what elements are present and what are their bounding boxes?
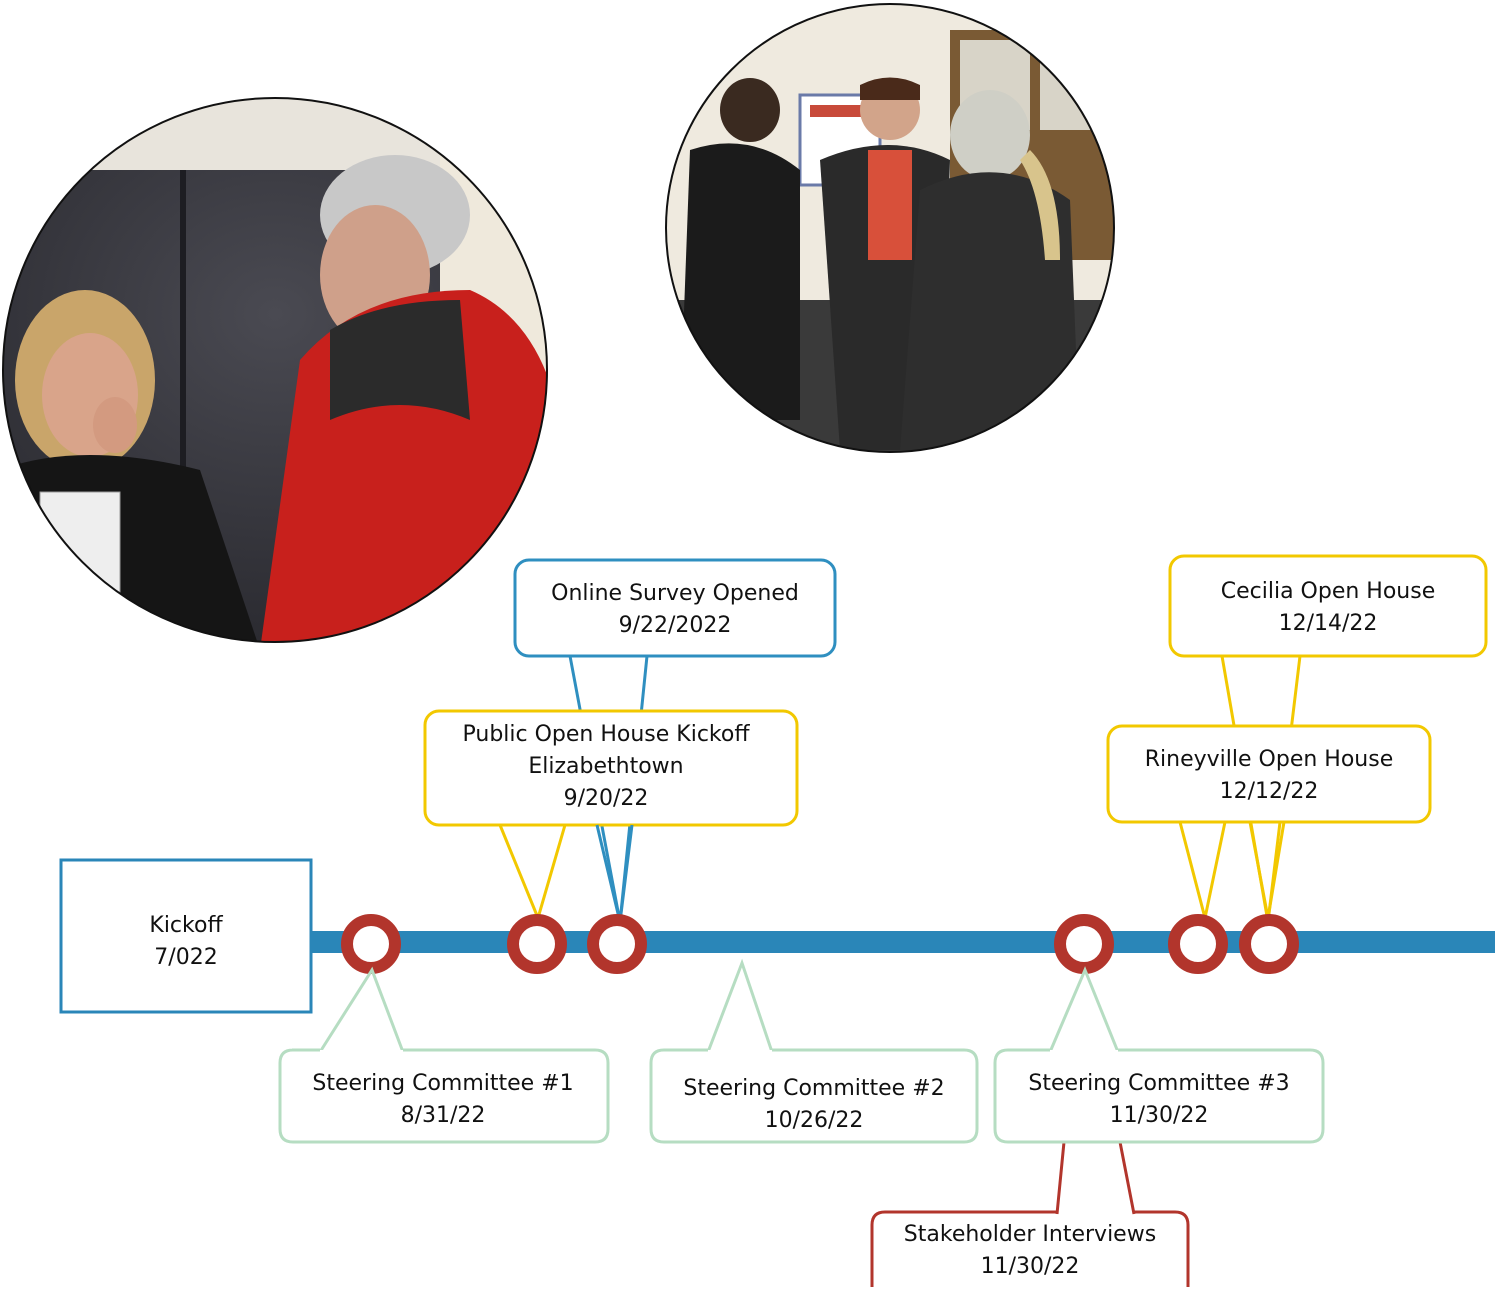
milestone-online-survey	[587, 914, 647, 974]
rineyville-box	[1106, 724, 1432, 824]
milestone-steering-1	[341, 914, 401, 974]
kickoff-date: 7/022	[154, 945, 217, 970]
callout-steering-committee-3: Steering Committee #3 11/30/22	[993, 1048, 1325, 1144]
steering1-pointer	[318, 966, 405, 1053]
steering3-pointer	[1048, 966, 1120, 1053]
survey-title: Online Survey Opened	[551, 581, 799, 606]
milestone-steering-3	[1054, 914, 1114, 974]
steering2-title: Steering Committee #2	[683, 1076, 944, 1101]
steering1-box	[278, 1048, 610, 1144]
stakeholder-box	[870, 1210, 1190, 1287]
photo-border-right	[665, 3, 1115, 453]
steering3-box	[993, 1048, 1325, 1144]
public-kickoff-location: Elizabethtown	[528, 754, 683, 779]
callout-rineyville-open-house: Rineyville Open House 12/12/22	[1106, 724, 1432, 824]
public-kickoff-box	[423, 709, 799, 827]
kickoff-box: Kickoff 7/022	[59, 858, 313, 1014]
milestone-rineyville	[1168, 914, 1228, 974]
open-house-photo-right	[666, 4, 1114, 452]
public-kickoff-title: Public Open House Kickoff	[463, 722, 751, 747]
callout-online-survey: Online Survey Opened 9/22/2022	[513, 558, 837, 658]
timeline-bar	[300, 931, 1495, 953]
survey-date: 9/22/2022	[619, 613, 732, 638]
open-house-photo-left	[3, 98, 547, 642]
steering2-date: 10/26/22	[765, 1108, 864, 1133]
cecilia-title: Cecilia Open House	[1221, 579, 1436, 604]
milestone-cecilia	[1239, 914, 1299, 974]
stakeholder-connector	[1055, 1141, 1136, 1215]
stakeholder-title: Stakeholder Interviews	[904, 1222, 1156, 1247]
stakeholder-date: 11/30/22	[981, 1254, 1080, 1279]
cecilia-date: 12/14/22	[1279, 611, 1378, 636]
rineyville-date: 12/12/22	[1220, 779, 1319, 804]
cecilia-box	[1168, 554, 1488, 658]
callout-public-open-house-kickoff: Public Open House Kickoff Elizabethtown …	[423, 709, 799, 827]
kickoff-title: Kickoff	[149, 913, 223, 938]
steering3-date: 11/30/22	[1110, 1103, 1209, 1128]
steering3-title: Steering Committee #3	[1028, 1071, 1289, 1096]
steering2-pointer	[706, 958, 774, 1053]
steering2-box	[649, 1048, 979, 1144]
rineyville-connector	[1178, 821, 1227, 919]
steering1-title: Steering Committee #1	[312, 1071, 573, 1096]
callout-cecilia-open-house: Cecilia Open House 12/14/22	[1168, 554, 1488, 658]
kickoff-frame	[59, 858, 313, 1014]
photo-border-left	[2, 97, 548, 643]
rineyville-title: Rineyville Open House	[1145, 747, 1393, 772]
survey-connector-lower	[595, 824, 634, 923]
callout-steering-committee-1: Steering Committee #1 8/31/22	[278, 1048, 610, 1144]
steering1-date: 8/31/22	[401, 1103, 486, 1128]
public-kickoff-connector	[498, 824, 567, 919]
public-kickoff-date: 9/20/22	[564, 786, 649, 811]
callout-steering-committee-2: Steering Committee #2 10/26/22	[649, 1048, 979, 1144]
milestone-public-kickoff	[507, 914, 567, 974]
cecilia-connector-lower	[1248, 821, 1286, 919]
callout-stakeholder-interviews: Stakeholder Interviews 11/30/22	[870, 1210, 1190, 1287]
survey-box	[513, 558, 837, 658]
